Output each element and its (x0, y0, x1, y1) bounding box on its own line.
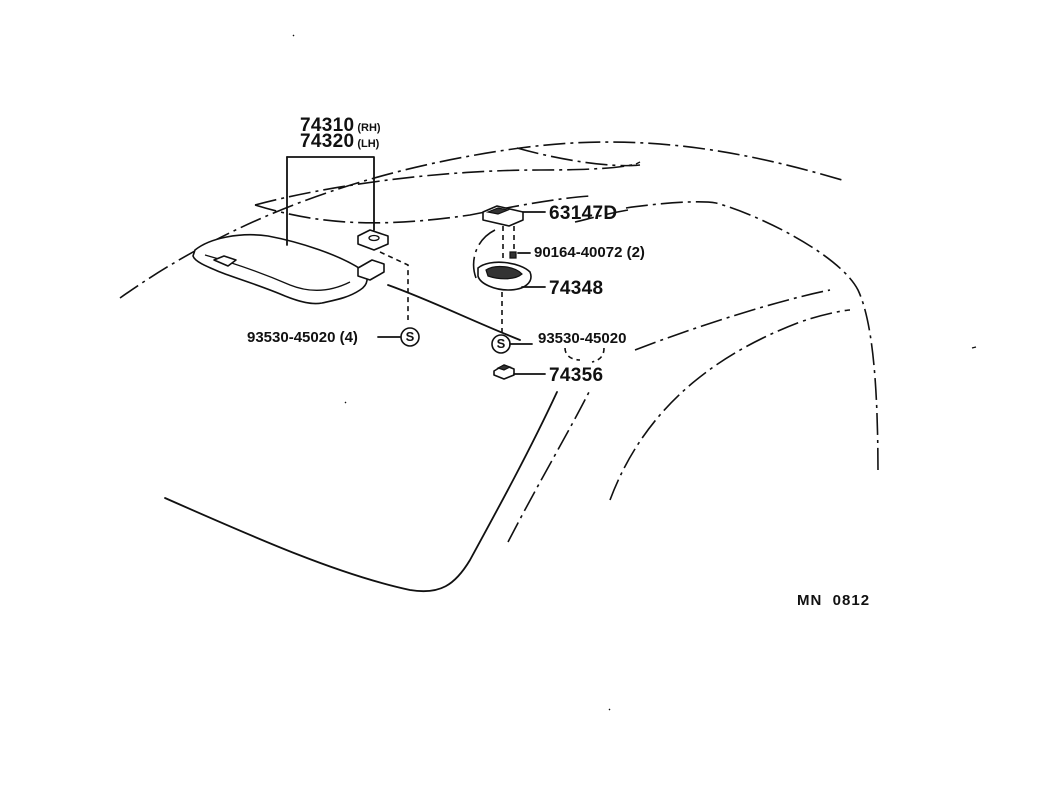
sun-visor (192, 229, 389, 305)
part-label-74348: 74348 (549, 278, 604, 299)
part-label-93530-45020-4: 93530-45020 (4) (247, 329, 358, 346)
part-label-63147d: 63147D (549, 203, 618, 224)
screw-symbols (400, 327, 511, 354)
part-label-74310: 74310(RH) (300, 115, 381, 136)
screw-symbol-left: S (405, 329, 415, 344)
part-label-93530-45020: 93530-45020 (538, 330, 627, 347)
room-lamp-assembly (477, 205, 605, 380)
lamp-leader (574, 209, 629, 223)
roof-outline (119, 34, 977, 711)
visor-leaders (286, 156, 521, 341)
diagram-code: MN 0812 (797, 592, 871, 609)
part-label-90164-40072: 90164-40072 (2) (534, 244, 645, 261)
part-label-74356: 74356 (549, 365, 604, 386)
screw-symbol-right: S (496, 336, 506, 351)
part-label-74320: 74320(LH) (300, 131, 380, 152)
